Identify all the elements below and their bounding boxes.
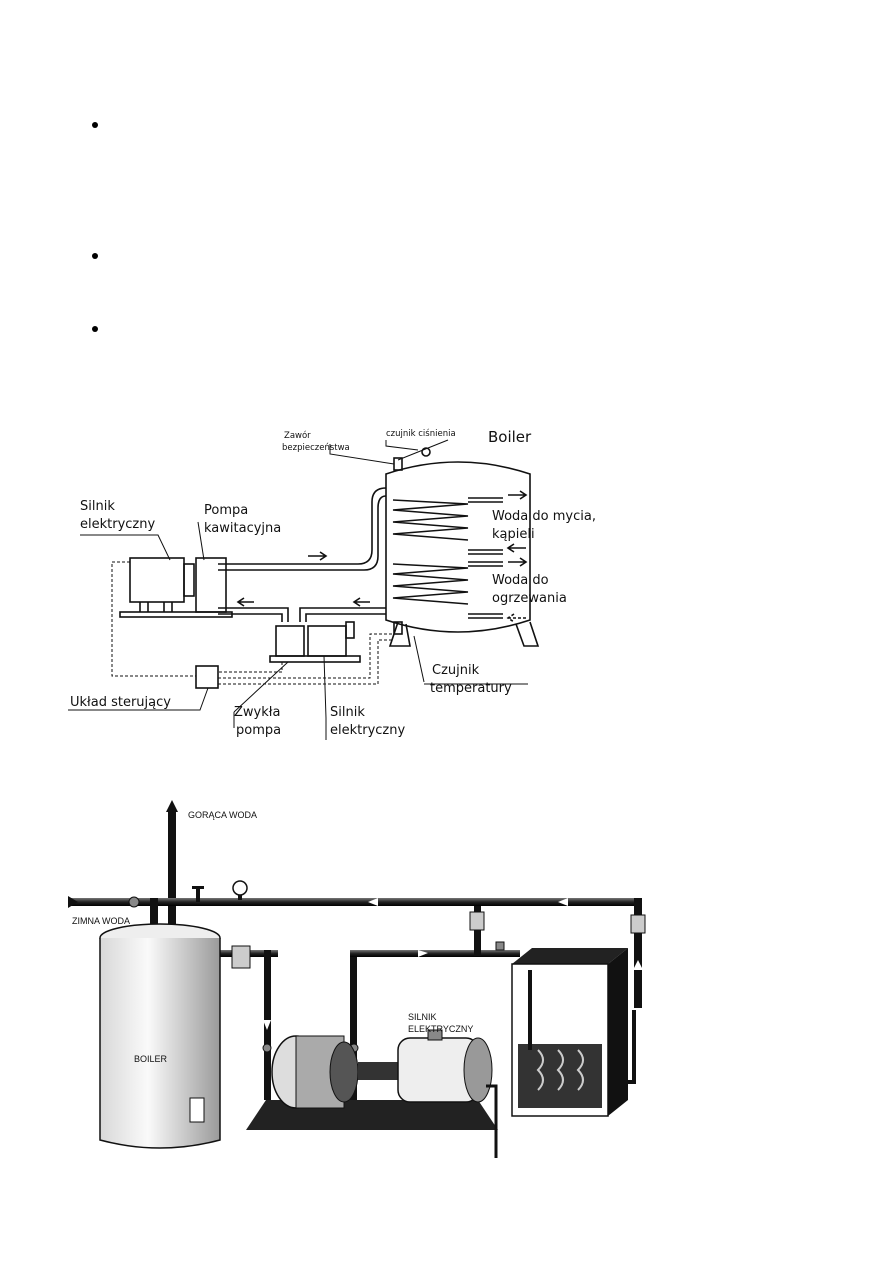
- installation-diagram: GORĄCA WODA ZIMNA WODA BOILER SILNIK ELE…: [68, 800, 648, 1160]
- filter: [231, 945, 251, 969]
- coil-lower: [392, 563, 469, 605]
- cavitation-pump: [195, 557, 227, 613]
- label-boiler: Boiler: [488, 428, 532, 446]
- label-uklad-sterujacy: Układ sterujący: [70, 695, 171, 710]
- boiler-tank: [99, 938, 221, 1149]
- control-unit: [195, 665, 219, 689]
- label-woda-mycia-2: kąpieli: [492, 527, 535, 542]
- list-bullet-1: [92, 122, 98, 128]
- label-silnik-1: SILNIK: [408, 1012, 437, 1022]
- main-pipe: [68, 898, 638, 906]
- label-pompa-1: Pompa: [204, 503, 248, 518]
- coil-upper: [392, 499, 469, 541]
- label-woda-ogrz-2: ogrzewania: [492, 591, 567, 606]
- label-czujnik-temp-2: temperatury: [430, 681, 512, 696]
- label-silnik1-2: elektryczny: [80, 517, 155, 532]
- boiler-tank: [385, 461, 531, 633]
- pressure-sensor: [421, 447, 431, 457]
- electric-motor-2: [307, 625, 347, 657]
- label-silnik-2: ELEKTRYCZNY: [408, 1024, 473, 1034]
- list-bullet-2: [92, 253, 98, 259]
- electric-motor-1: [129, 557, 185, 603]
- label-silnik2-1: Silnik: [330, 705, 365, 720]
- pump-base: [246, 1100, 498, 1130]
- tank-top: [512, 948, 628, 964]
- hot-water-pipe: [168, 810, 176, 980]
- regular-pump: [275, 625, 305, 657]
- boiler-leg-right: [515, 621, 540, 647]
- pressure-gauge: [232, 880, 248, 896]
- label-woda-mycia-1: Woda do mycia,: [492, 509, 596, 524]
- label-zawor-1: Zawór: [284, 430, 311, 441]
- coupling: [358, 1062, 398, 1080]
- label-woda-ogrz-1: Woda do: [492, 573, 549, 588]
- label-goraca-woda: GORĄCA WODA: [188, 810, 257, 820]
- list-bullet-3: [92, 326, 98, 332]
- label-czujnik-cisnienia: czujnik ciśnienia: [386, 428, 456, 439]
- label-silnik1-1: Silnik: [80, 499, 115, 514]
- label-pompa-2: kawitacyjna: [204, 521, 281, 536]
- label-boiler: BOILER: [134, 1054, 168, 1064]
- label-zimna-woda: ZIMNA WODA: [72, 916, 130, 926]
- label-czujnik-temp-1: Czujnik: [432, 663, 480, 678]
- label-zwykla-1: Zwykła: [234, 705, 280, 720]
- cavitation-heater-diagram: Zawór bezpieczeństwa czujnik ciśnienia B…: [68, 422, 621, 747]
- label-zwykla-2: pompa: [236, 723, 281, 738]
- label-zawor-2: bezpieczeństwa: [282, 443, 350, 453]
- temperature-sensor: [393, 621, 403, 635]
- label-silnik2-2: elektryczny: [330, 723, 405, 738]
- diagram-2-canvas: GORĄCA WODA ZIMNA WODA BOILER SILNIK ELE…: [68, 800, 646, 1158]
- diagram-1-canvas: Zawór bezpieczeństwa czujnik ciśnienia B…: [68, 428, 596, 740]
